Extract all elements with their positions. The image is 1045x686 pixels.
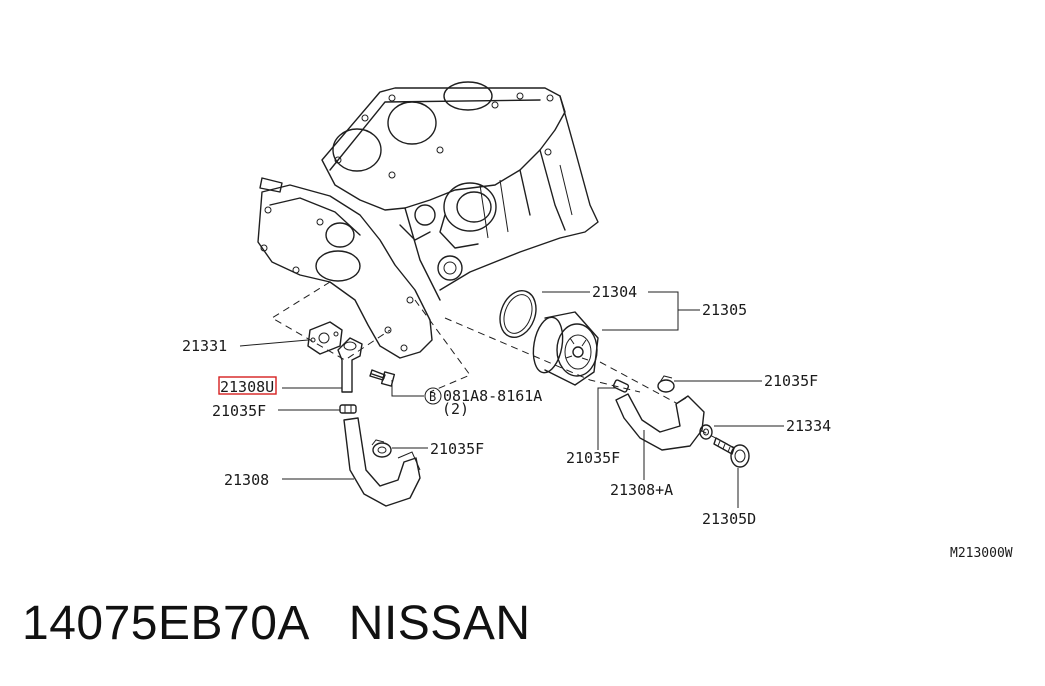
bolt-ref-circle <box>424 387 442 405</box>
part-labels: 21331 21308U 21035F 21308 21035F B 081A8… <box>182 283 1013 561</box>
washer-21334 <box>699 424 713 440</box>
label-21035f-a: 21035F <box>212 402 266 420</box>
engine-block-drawing <box>257 81 599 359</box>
connector-21308u <box>337 337 363 393</box>
bolt-21305d <box>713 437 750 468</box>
hose-21308a <box>615 393 705 451</box>
gasket-21331 <box>307 321 343 355</box>
part-number-footer: 14075EB70A NISSAN <box>22 596 531 651</box>
label-21308: 21308 <box>224 471 269 489</box>
label-21334: 21334 <box>786 417 831 435</box>
leader-lines <box>239 291 784 508</box>
label-21035f-b: 21035F <box>430 440 484 458</box>
label-21331: 21331 <box>182 337 227 355</box>
label-21304: 21304 <box>592 283 637 301</box>
clamp-21035f-left <box>339 404 357 414</box>
label-081a8-qty: (2) <box>442 400 469 418</box>
label-21035f-c: 21035F <box>764 372 818 390</box>
oring-21304 <box>499 290 537 338</box>
oil-cooler-21305 <box>532 311 599 386</box>
reference-code: M213000W <box>950 546 1013 561</box>
part-number: 14075EB70A <box>22 597 308 650</box>
label-21305: 21305 <box>702 301 747 319</box>
label-081a8: 081A8-8161A <box>443 387 542 405</box>
brand-name: NISSAN <box>348 597 531 650</box>
label-21305d: 21305D <box>702 510 756 528</box>
label-21308u: 21308U <box>220 378 274 396</box>
clamp-21035f-lower <box>612 379 630 393</box>
hose-21308 <box>343 417 421 507</box>
clamp-21035f-right <box>657 375 675 393</box>
clamp-21035f-mid <box>371 439 392 458</box>
label-21308a: 21308+A <box>610 481 673 499</box>
bolt-081a8 <box>369 369 396 387</box>
highlight-box <box>218 376 277 395</box>
label-21035f-d: 21035F <box>566 449 620 467</box>
label-bolt-prefix: B <box>429 390 436 404</box>
